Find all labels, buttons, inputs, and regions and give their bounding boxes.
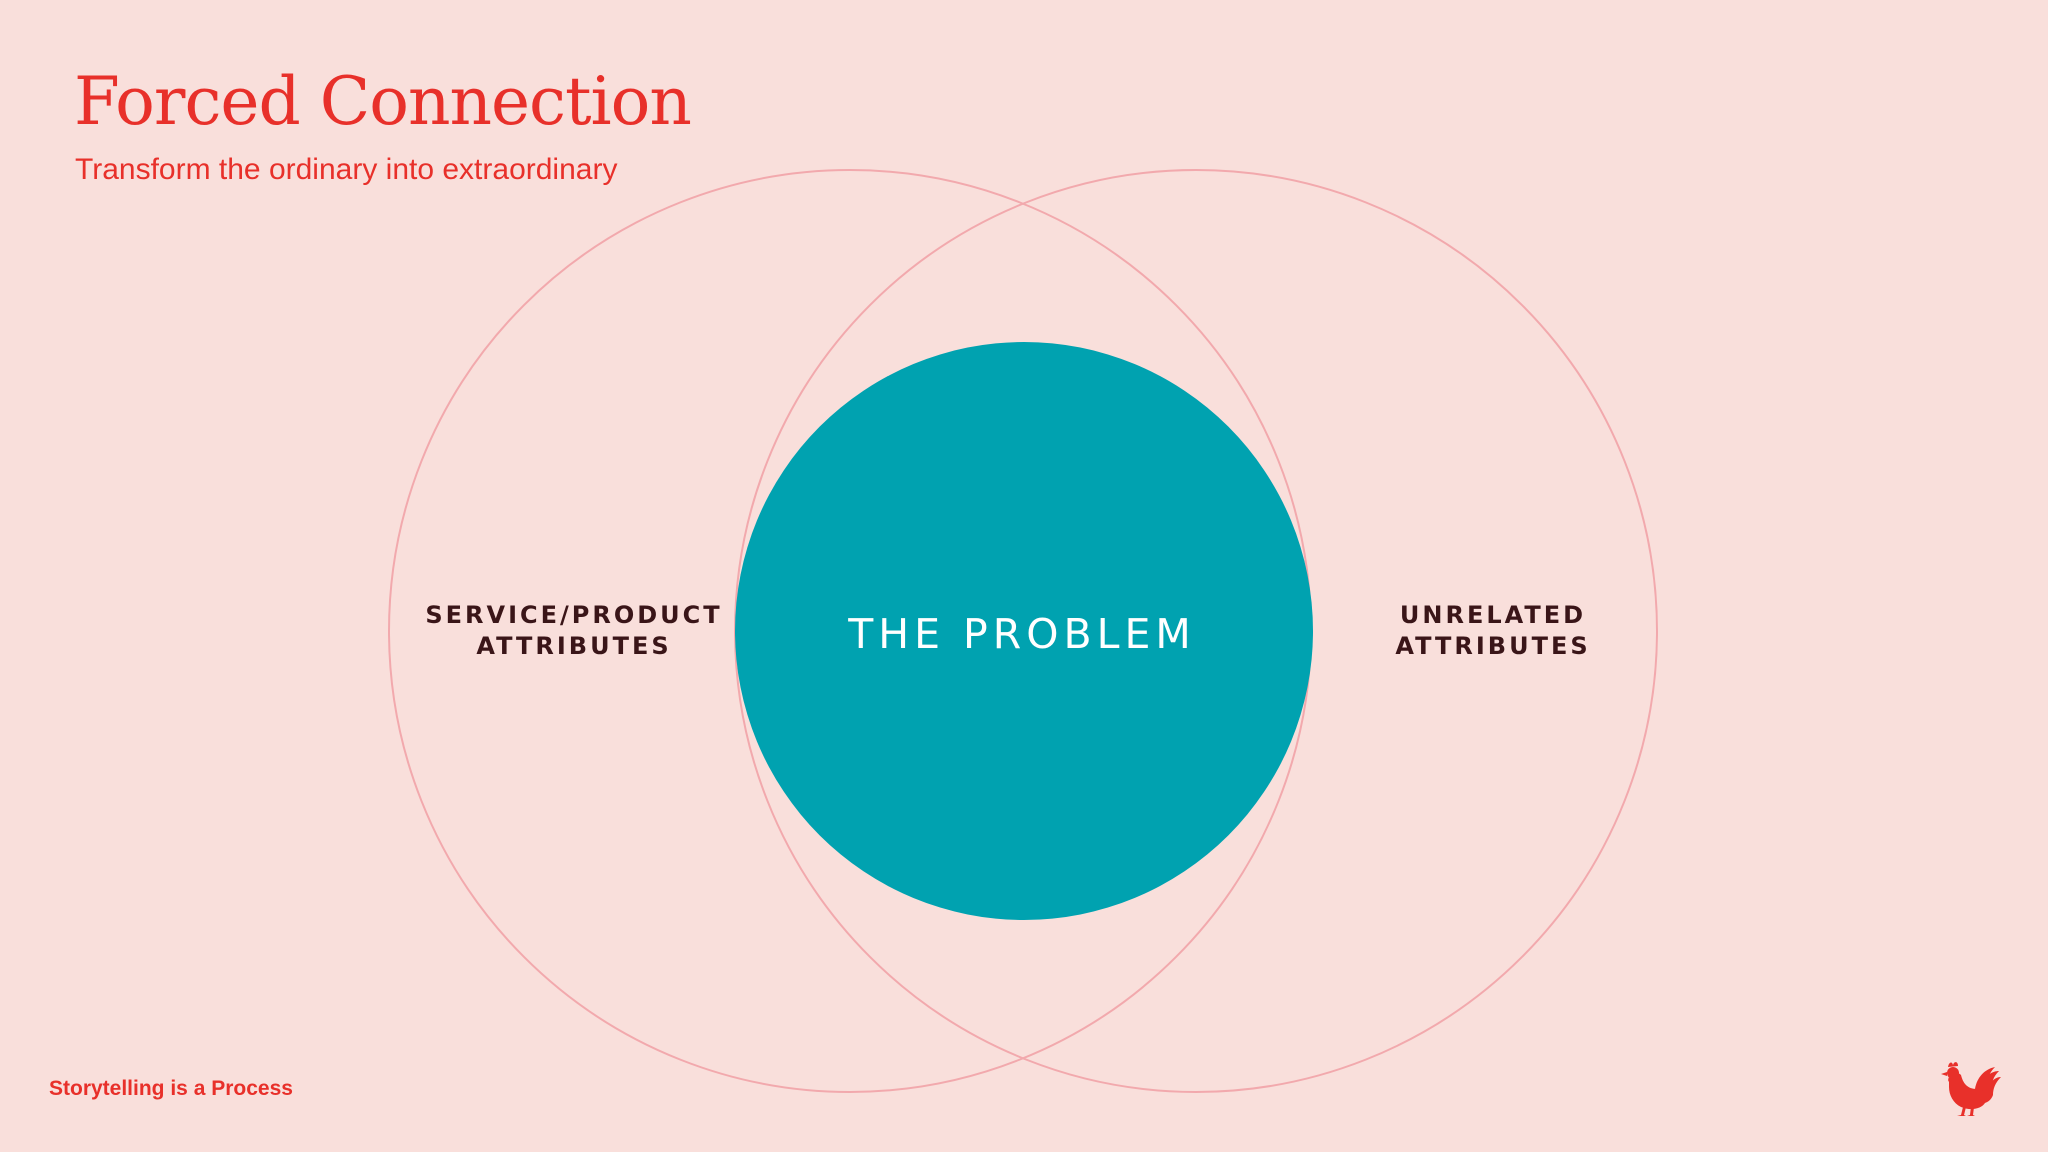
footer-text: Storytelling is a Process (49, 1077, 293, 1100)
slide-subtitle: Transform the ordinary into extraordinar… (75, 153, 618, 186)
left-circle-label: SERVICE/PRODUCT ATTRIBUTES (425, 601, 723, 660)
center-circle-label: THE PROBLEM (848, 610, 1196, 658)
center-circle (735, 342, 1313, 920)
right-circle-label: UNRELATED ATTRIBUTES (1395, 601, 1591, 660)
slide-title: Forced Connection (74, 63, 692, 140)
rooster-icon (1941, 1062, 2001, 1116)
